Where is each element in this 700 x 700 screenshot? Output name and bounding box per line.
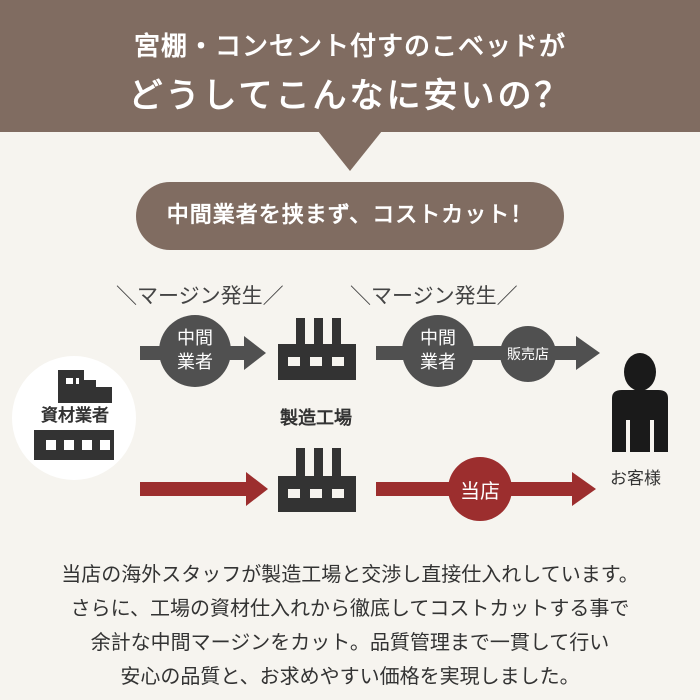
shop-label: 当店 bbox=[460, 478, 500, 503]
retailer-circle: 販売店 bbox=[500, 326, 556, 382]
arrow-top-1-head bbox=[244, 336, 266, 370]
header-line-2: どうしてこんなに安いの？ bbox=[128, 76, 572, 116]
cost-cut-pill: 中間業者を挟まず、コストカット！ bbox=[136, 182, 564, 250]
middleman-1-line-1: 中間 bbox=[177, 328, 213, 349]
middleman-2-line-2: 業者 bbox=[420, 352, 456, 373]
paragraph-line-3: 余計な中間マージンをカット。品質管理まで一貫して行い bbox=[90, 630, 610, 654]
arrow-bottom-1-shaft bbox=[140, 482, 252, 496]
factory-label: 製造工場 bbox=[280, 408, 352, 429]
paragraph-line-1: 当店の海外スタッフが製造工場と交渉し直接仕入れしています。 bbox=[61, 562, 639, 586]
middleman-circle-1: 中間 業者 bbox=[159, 315, 231, 387]
margin-label-1: ＼マージン発生／ bbox=[116, 284, 284, 308]
retailer-label: 販売店 bbox=[507, 347, 549, 363]
arrow-bottom-2-head bbox=[572, 472, 596, 506]
middleman-2-line-1: 中間 bbox=[420, 328, 456, 349]
banner-pointer bbox=[318, 131, 382, 171]
middleman-1-line-2: 業者 bbox=[177, 352, 213, 373]
header-banner bbox=[0, 0, 700, 132]
arrow-top-2-head bbox=[576, 336, 600, 370]
shop-circle: 当店 bbox=[448, 457, 512, 521]
supplier-label: 資材業者 bbox=[33, 403, 117, 429]
margin-label-2: ＼マージン発生／ bbox=[350, 284, 518, 308]
arrow-bottom-1-head bbox=[246, 472, 268, 506]
paragraph-line-2: さらに、工場の資材仕入れから徹底してコストカットする事で bbox=[70, 596, 630, 620]
header-line-1: 宮棚・コンセント付すのこベッドが bbox=[133, 32, 566, 62]
paragraph-line-4: 安心の品質と、お求めやすい価格を実現しました。 bbox=[120, 664, 580, 688]
customer-person-icon bbox=[612, 353, 668, 452]
customer-label: お客様 bbox=[610, 469, 661, 489]
middleman-circle-2: 中間 業者 bbox=[402, 315, 474, 387]
